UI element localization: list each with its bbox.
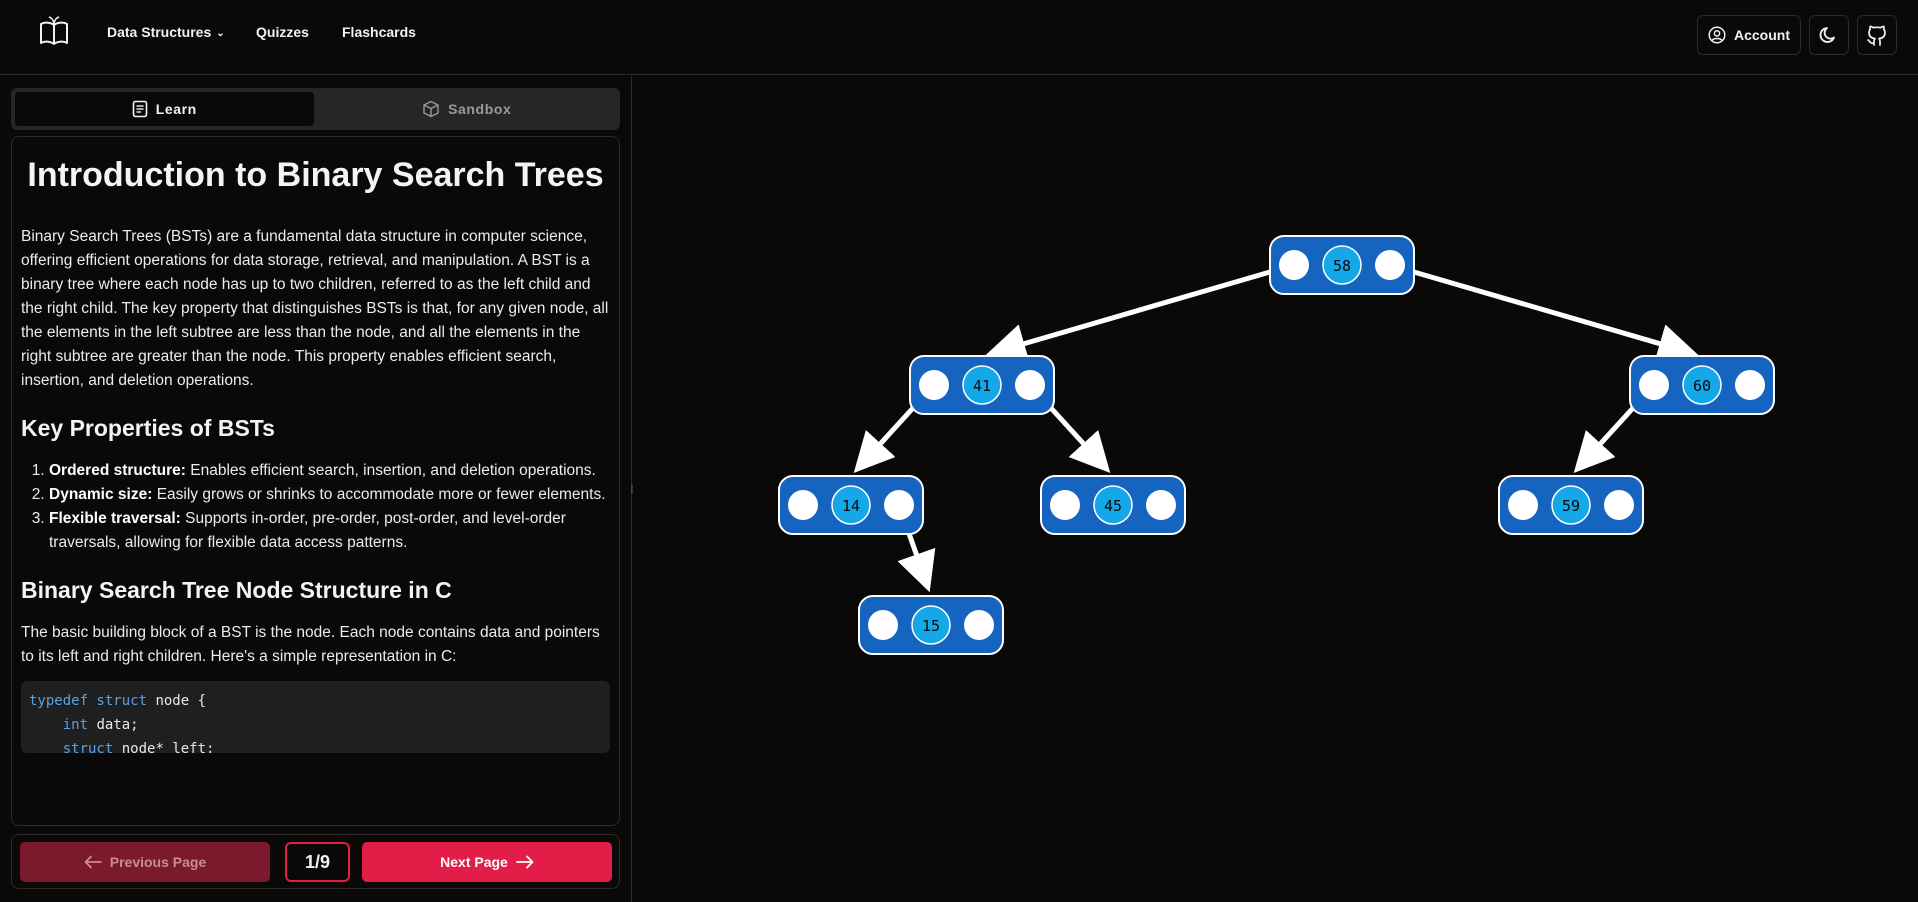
code-keyword: int <box>62 717 89 733</box>
property-term: Dynamic size: <box>49 486 153 503</box>
right-pointer-slot <box>1015 370 1045 400</box>
code-block: typedef struct node { int data; struct n… <box>21 681 610 753</box>
node-value: 58 <box>1333 257 1351 275</box>
node-value-circle <box>831 485 871 525</box>
tree-node[interactable]: 41 <box>909 355 1055 415</box>
document-icon <box>132 100 147 118</box>
property-desc: Supports in-order, pre-order, post-order… <box>49 510 566 551</box>
node-value-circle <box>1322 245 1362 285</box>
right-pointer-slot <box>964 610 994 640</box>
property-desc: Easily grows or shrinks to accommodate m… <box>156 486 606 503</box>
lesson-content[interactable]: Introduction to Binary Search Trees Bina… <box>11 136 620 826</box>
next-page-button[interactable]: Next Page <box>362 842 612 882</box>
lesson-intro: Binary Search Trees (BSTs) are a fundame… <box>21 228 609 389</box>
code-line: int data; <box>29 713 602 737</box>
cube-icon <box>423 100 439 118</box>
tree-node[interactable]: 15 <box>858 595 1004 655</box>
node-value-circle <box>1551 485 1591 525</box>
list-item: Dynamic size: Easily grows or shrinks to… <box>49 483 610 507</box>
right-pointer-slot <box>884 490 914 520</box>
node-value: 45 <box>1104 497 1122 515</box>
node-value-circle <box>962 365 1002 405</box>
tree-node[interactable]: 14 <box>778 475 924 535</box>
code-keyword: typedef struct <box>29 693 148 709</box>
property-term: Flexible traversal: <box>49 510 181 527</box>
arrow-left-icon <box>84 855 102 869</box>
node-value-circle <box>911 605 951 645</box>
account-label: Account <box>1734 27 1790 43</box>
left-pointer-slot <box>788 490 818 520</box>
property-term: Ordered structure: <box>49 462 186 479</box>
code-keyword: struct <box>62 741 114 753</box>
pager: Previous Page 1/9 Next Page <box>11 834 620 889</box>
nav-flashcards[interactable]: Flashcards <box>342 24 416 40</box>
node-value: 60 <box>1693 377 1711 395</box>
tree-node[interactable]: 58 <box>1269 235 1415 295</box>
nav-data-structures-label: Data Structures <box>107 24 212 40</box>
left-pointer-slot <box>1279 250 1309 280</box>
tree-node[interactable]: 45 <box>1040 475 1186 535</box>
code-line: struct node* left; <box>29 737 602 753</box>
node-value: 14 <box>842 497 860 515</box>
left-pointer-slot <box>919 370 949 400</box>
right-pointer-slot <box>1375 250 1405 280</box>
tab-sandbox[interactable]: Sandbox <box>318 92 617 126</box>
mode-tabs: Learn Sandbox <box>11 88 620 130</box>
property-desc: Enables efficient search, insertion, and… <box>190 462 596 479</box>
tree-edge <box>985 262 1295 363</box>
node-value-circle <box>1093 485 1133 525</box>
heading-node-structure: Binary Search Tree Node Structure in C <box>21 577 452 603</box>
previous-page-label: Previous Page <box>109 854 207 870</box>
left-pointer-slot <box>868 610 898 640</box>
right-pointer-slot <box>1604 490 1634 520</box>
theme-toggle-button[interactable] <box>1809 15 1849 55</box>
panel-resize-handle[interactable]: ⁞ <box>630 485 634 496</box>
code-line: typedef struct node { <box>29 689 602 713</box>
book-logo-icon[interactable] <box>37 16 71 50</box>
tree-node[interactable]: 60 <box>1629 355 1775 415</box>
next-page-label: Next Page <box>440 854 508 870</box>
right-pointer-slot <box>1146 490 1176 520</box>
node-value: 41 <box>973 377 991 395</box>
tree-canvas[interactable]: 58 41 60 14 45 59 15 <box>633 76 1918 902</box>
node-value-circle <box>1682 365 1722 405</box>
tab-learn[interactable]: Learn <box>15 92 314 126</box>
left-pointer-slot <box>1639 370 1669 400</box>
user-circle-icon <box>1708 26 1726 44</box>
lesson-title: Introduction to Binary Search Trees <box>27 156 604 194</box>
github-icon <box>1867 25 1886 46</box>
list-item: Flexible traversal: Supports in-order, p… <box>49 507 610 555</box>
heading-key-properties: Key Properties of BSTs <box>21 415 275 441</box>
node-value: 15 <box>922 617 940 635</box>
tree-edge <box>1389 262 1699 363</box>
right-pointer-slot <box>1735 370 1765 400</box>
code-rest: data; <box>96 717 139 733</box>
code-rest: node { <box>155 693 207 709</box>
code-rest: node* left; <box>121 741 215 753</box>
tree-node[interactable]: 59 <box>1498 475 1644 535</box>
node-structure-text: The basic building block of a BST is the… <box>21 624 600 665</box>
chevron-down-icon: ⌄ <box>216 27 225 39</box>
tab-sandbox-label: Sandbox <box>448 101 512 117</box>
nav-data-structures[interactable]: Data Structures ⌄ <box>107 24 256 40</box>
node-value: 59 <box>1562 497 1580 515</box>
page-indicator: 1/9 <box>285 842 350 882</box>
top-navbar: Data Structures ⌄ Quizzes Flashcards Acc… <box>0 0 1918 75</box>
arrow-right-icon <box>515 855 534 869</box>
tab-learn-label: Learn <box>155 101 197 117</box>
left-pointer-slot <box>1508 490 1538 520</box>
nav-quizzes[interactable]: Quizzes <box>256 24 309 40</box>
list-item: Ordered structure: Enables efficient sea… <box>49 459 610 483</box>
properties-list: Ordered structure: Enables efficient sea… <box>21 459 610 555</box>
lesson-panel: Learn Sandbox Introduction to Binary Sea… <box>0 76 632 902</box>
left-pointer-slot <box>1050 490 1080 520</box>
previous-page-button[interactable]: Previous Page <box>20 842 270 882</box>
github-button[interactable] <box>1857 15 1897 55</box>
account-button[interactable]: Account <box>1697 15 1801 55</box>
moon-icon <box>1819 27 1835 43</box>
